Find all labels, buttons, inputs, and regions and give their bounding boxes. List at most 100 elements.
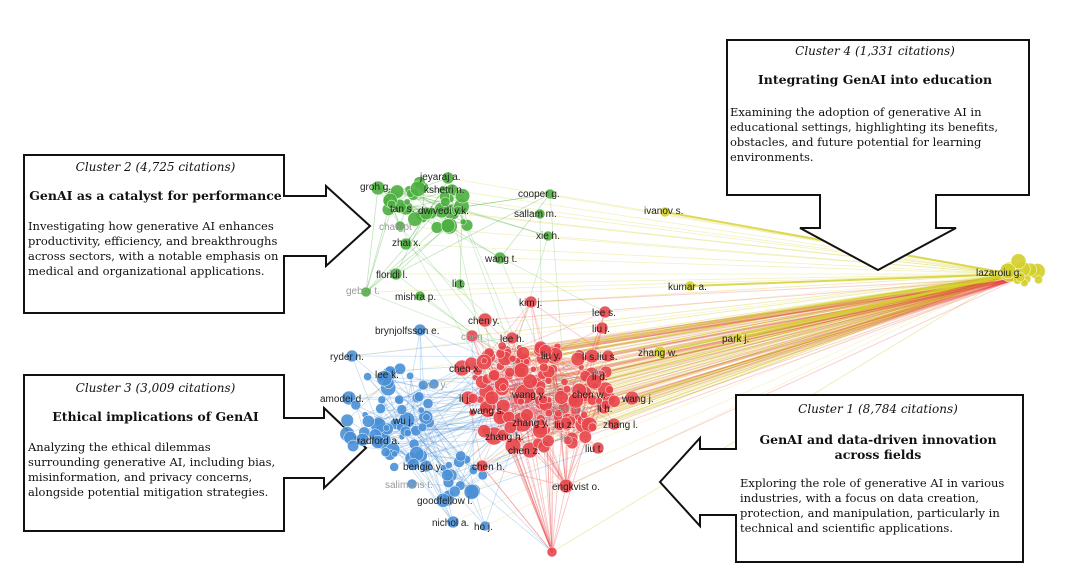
network-edge	[548, 273, 1013, 414]
network-edge	[549, 193, 565, 382]
node-blue-minor	[347, 439, 360, 452]
node-blue-minor	[455, 450, 467, 462]
network-edge	[541, 277, 1021, 423]
network-edge	[573, 273, 1013, 401]
node-label: zhang w.	[638, 348, 677, 359]
node-blue-minor	[389, 462, 399, 472]
node-red-minor	[553, 389, 569, 405]
node-label: groh g.	[360, 182, 391, 193]
network-edge	[467, 277, 1021, 399]
cluster1-callout: Cluster 1 (8,784 citations) GenAI and da…	[740, 402, 1016, 536]
node-blue-minor	[370, 434, 385, 449]
network-edge	[530, 301, 609, 357]
network-edge	[500, 273, 1013, 355]
node-label: park j.	[722, 334, 749, 345]
network-edge	[486, 378, 528, 416]
network-edge	[499, 257, 565, 409]
network-edge	[502, 277, 1021, 436]
network-edge	[428, 422, 474, 492]
node-label: mishra p.	[395, 292, 436, 303]
node-label: lee k.	[375, 370, 399, 381]
node-blue	[345, 349, 359, 363]
network-edge	[567, 273, 1013, 441]
network-edge	[450, 435, 495, 476]
node-blue-minor	[445, 461, 453, 469]
node-label: liu z.	[554, 420, 575, 431]
network-edge	[659, 273, 1013, 353]
node-label: ryder n.	[330, 352, 364, 363]
node-red-minor	[538, 344, 553, 358]
network-edge	[499, 257, 1013, 275]
node-red-minor	[605, 385, 614, 395]
network-edge	[471, 447, 599, 493]
node-red-minor	[580, 411, 588, 419]
network-edge	[560, 273, 1013, 393]
network-edge	[508, 273, 1013, 361]
network-edge	[566, 273, 1013, 390]
network-edge	[540, 273, 1013, 349]
network-edge	[548, 277, 1021, 414]
node-green	[544, 188, 556, 200]
network-edge	[557, 273, 1013, 348]
network-edge	[578, 273, 1013, 398]
network-edge	[543, 446, 553, 553]
cluster4-box-arrow	[726, 39, 1030, 272]
node-blue-minor	[435, 492, 451, 508]
node-yellow-minor	[999, 262, 1016, 279]
network-edge	[575, 273, 1013, 402]
node-green	[534, 208, 546, 220]
node-label: wang t.	[484, 254, 517, 265]
network-edge	[399, 225, 1013, 275]
network-edge	[543, 446, 567, 487]
node-red-minor	[570, 351, 586, 367]
node-blue-minor	[362, 414, 375, 428]
node-green	[441, 171, 455, 185]
node-red-minor	[537, 418, 546, 427]
node-blue-minor	[441, 468, 454, 482]
node-label: chen z.	[508, 446, 540, 457]
cluster1-box-arrow	[658, 394, 1024, 563]
network-edge	[351, 355, 489, 357]
node-green	[360, 286, 372, 298]
node-red-minor	[467, 393, 479, 404]
node-blue-minor	[376, 370, 393, 387]
node-green-minor	[403, 198, 411, 206]
node-red-minor	[529, 365, 537, 373]
node-blue-minor	[418, 379, 429, 391]
cluster3-title: Cluster 3 (3,009 citations)	[75, 381, 236, 395]
node-label: wu y.	[424, 380, 448, 391]
network-edge	[541, 277, 1021, 404]
node-green	[414, 290, 426, 302]
node-yellow-minor	[1034, 275, 1043, 285]
node-red-minor	[503, 420, 517, 434]
node-label: chen h.	[472, 462, 505, 473]
node-blue-minor	[403, 429, 412, 437]
cluster2-box-arrow	[23, 154, 372, 314]
node-label: li x.	[561, 434, 576, 445]
network-edge	[594, 273, 1013, 382]
network-edge	[585, 273, 1013, 422]
node-red	[598, 305, 612, 319]
node-red	[524, 295, 538, 309]
node-green-minor	[419, 206, 433, 221]
node-blue-minor	[422, 398, 434, 409]
node-label: xie h.	[536, 231, 560, 242]
node-red-minor	[477, 424, 492, 438]
node-label: zhang y.	[512, 418, 549, 429]
node-blue-minor	[413, 391, 425, 402]
node-yellow	[659, 206, 671, 218]
node-red-minor	[504, 437, 522, 455]
node-label: li d.	[592, 372, 608, 383]
network-edge	[539, 213, 1013, 275]
node-blue-minor	[380, 447, 391, 458]
node-green	[454, 278, 466, 290]
cluster1-body: Exploring the role of generative AI in v…	[740, 476, 1005, 535]
node-red-minor	[544, 409, 553, 418]
node-label: liu s.	[597, 352, 618, 363]
network-labels: groh g.jeyaraj a.kshetri n.tan s.dwivedi…	[320, 172, 1022, 533]
node-blue	[446, 515, 460, 529]
node-red-minor	[516, 397, 525, 406]
node-label: gebru t.	[346, 286, 380, 297]
network-edge	[554, 354, 607, 406]
network-edge	[504, 273, 1013, 354]
